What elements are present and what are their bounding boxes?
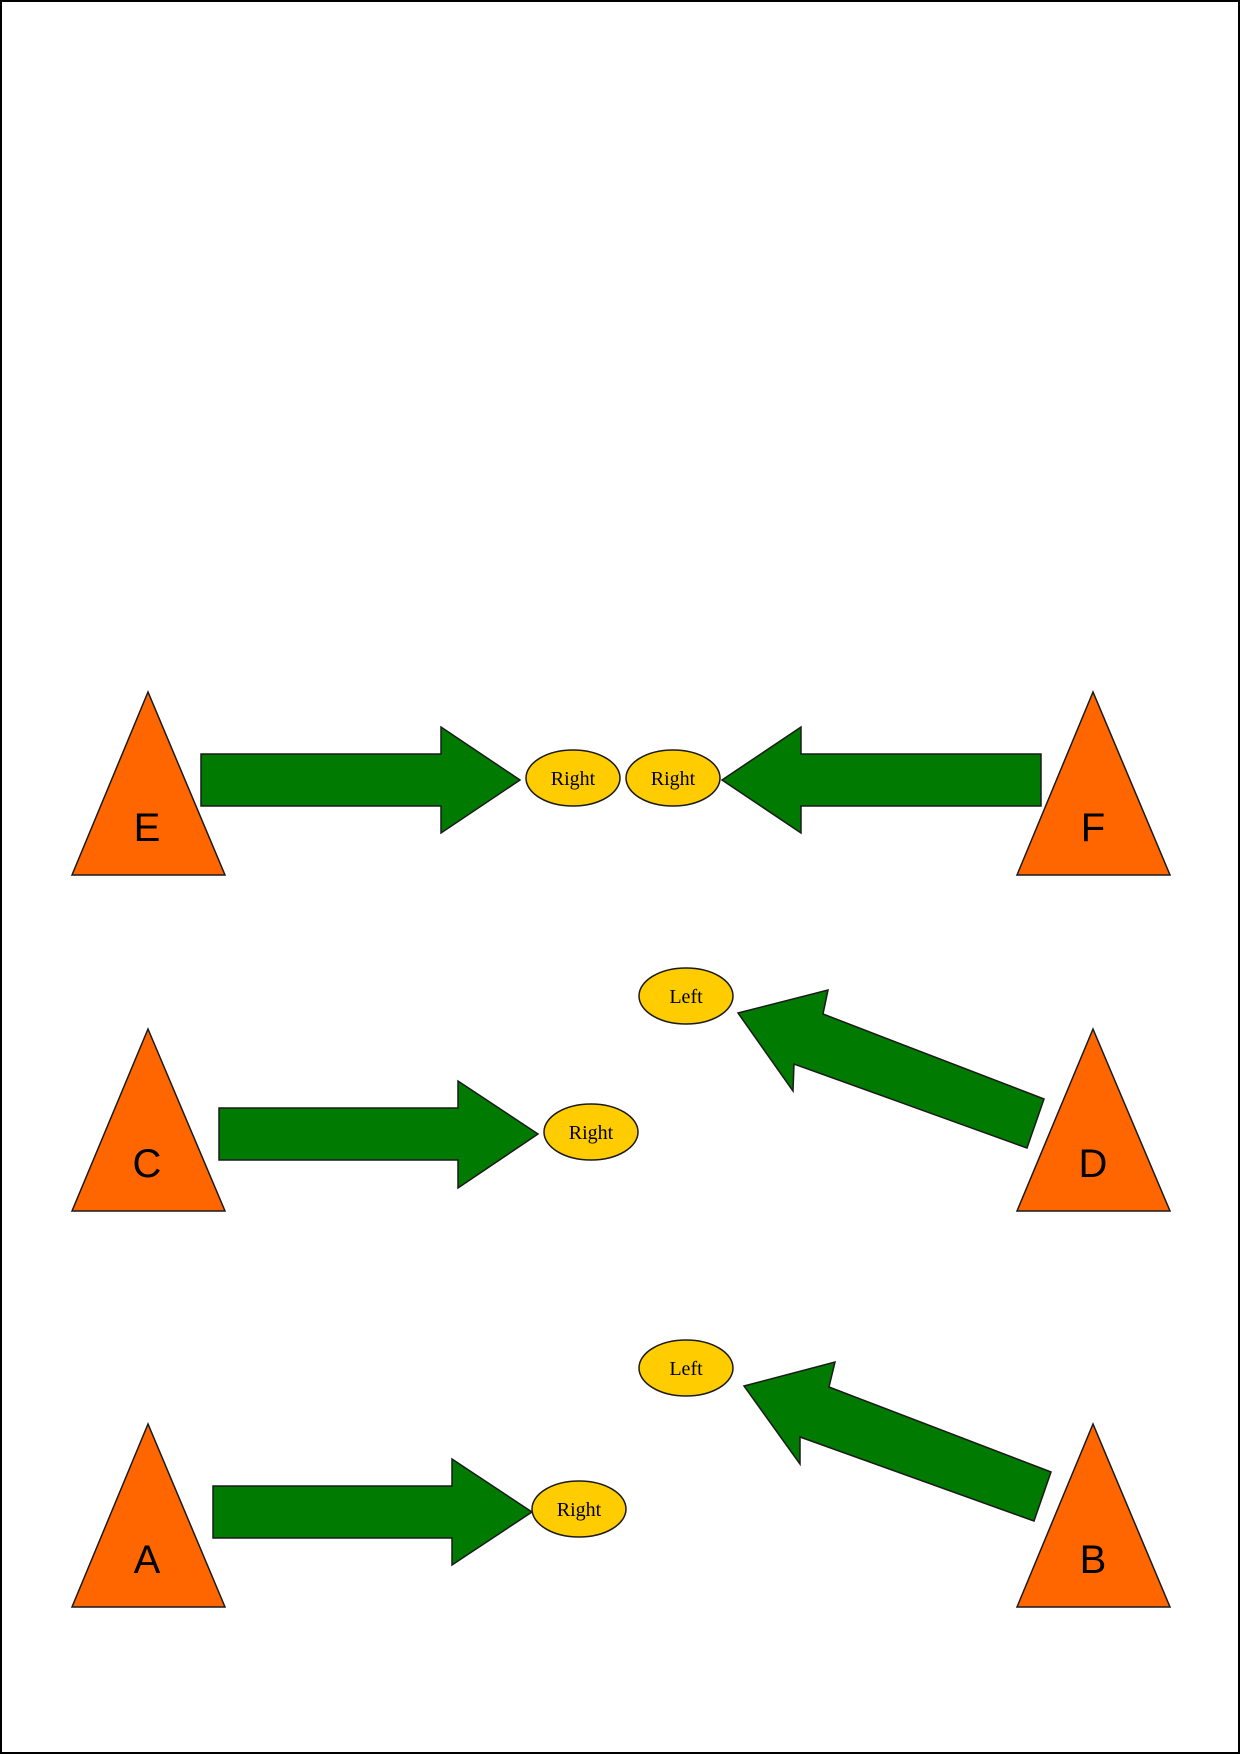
ball-e: Right xyxy=(525,749,621,807)
cone-c-triangle xyxy=(70,1027,227,1212)
cone-c-label: C xyxy=(133,1142,162,1186)
arrow-f-pass xyxy=(720,725,1042,835)
arrow-a-pass xyxy=(212,1457,534,1567)
cone-a: A xyxy=(70,1422,227,1608)
ball-c: Right xyxy=(543,1103,639,1161)
arrow-d-pass xyxy=(736,988,1045,1149)
cone-e: E xyxy=(70,690,227,876)
ball-f-label: Right xyxy=(651,768,696,790)
ball-b-label: Left xyxy=(669,1358,703,1380)
ball-f-shape xyxy=(625,749,721,807)
ball-c-shape xyxy=(543,1103,639,1161)
row-a-b: Left A Right B xyxy=(70,1339,1172,1608)
ball-b-shape xyxy=(638,1339,734,1397)
cone-f-triangle xyxy=(1015,690,1172,876)
cone-a-triangle xyxy=(70,1422,227,1608)
cone-d: D xyxy=(1015,1027,1172,1212)
ball-e-shape xyxy=(525,749,621,807)
ball-a-label: Right xyxy=(557,1499,602,1521)
ball-c-label: Right xyxy=(569,1122,614,1144)
cone-e-label: E xyxy=(134,806,161,850)
cone-f-label: F xyxy=(1081,806,1105,850)
arrow-c-pass xyxy=(218,1079,540,1190)
cone-b-triangle xyxy=(1015,1422,1172,1608)
cone-b-label: B xyxy=(1080,1538,1107,1582)
cone-d-triangle xyxy=(1015,1027,1172,1212)
row-c-d: Left C Right D xyxy=(70,967,1172,1212)
cone-b: B xyxy=(1015,1422,1172,1608)
cone-e-triangle xyxy=(70,690,227,876)
ball-b: Left xyxy=(638,1339,734,1397)
cone-d-label: D xyxy=(1079,1142,1108,1186)
ball-d-shape xyxy=(638,967,734,1025)
ball-a: Right xyxy=(531,1480,627,1538)
ball-a-shape xyxy=(531,1480,627,1538)
ball-d: Left xyxy=(638,967,734,1025)
cone-f: F xyxy=(1015,690,1172,876)
ball-d-label: Left xyxy=(669,986,703,1008)
row-e-f: E Right Right F xyxy=(70,690,1172,876)
ball-e-label: Right xyxy=(551,768,596,790)
ball-f: Right xyxy=(625,749,721,807)
cone-a-label: A xyxy=(134,1538,161,1582)
arrow-b-pass xyxy=(742,1360,1052,1522)
arrow-e-pass xyxy=(200,725,522,835)
cone-c: C xyxy=(70,1027,227,1212)
